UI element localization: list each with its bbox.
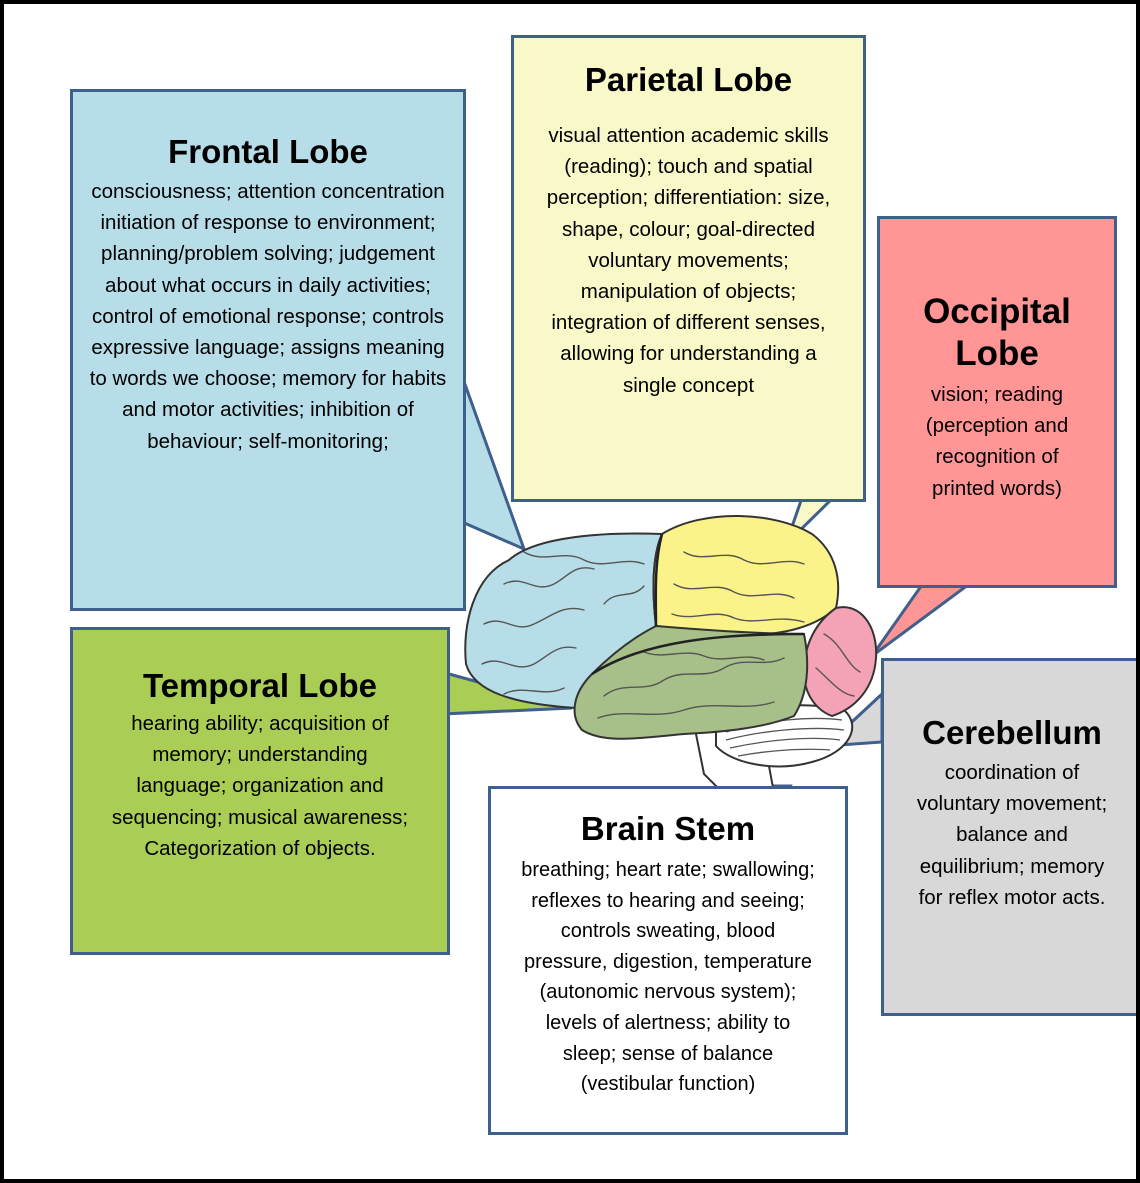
cerebellum-desc: coordination of voluntary movement; bala… <box>916 761 1108 909</box>
occipital-lobe-title: Occipital Lobe <box>923 292 1071 373</box>
temporal-lobe-box: Temporal Lobe hearing ability; acquisiti… <box>70 627 450 955</box>
cerebellum-box: Cerebellum coordination of voluntary mov… <box>881 658 1136 1016</box>
parietal-lobe-box: Parietal Lobe visual attention academic … <box>511 35 866 502</box>
frontal-lobe-desc: consciousness; attention concentration i… <box>89 180 447 453</box>
occipital-pointer <box>870 580 977 658</box>
cerebellum-title: Cerebellum <box>922 714 1102 751</box>
frontal-lobe-box: Frontal Lobe consciousness; attention co… <box>70 89 466 611</box>
frontal-lobe-title: Frontal Lobe <box>168 133 368 170</box>
central-sulcus <box>654 533 664 627</box>
occipital-lobe-shape <box>802 606 878 718</box>
brain-stem-desc: breathing; heart rate; swallowing; refle… <box>521 859 815 1096</box>
occipital-lobe-box: Occipital Lobe vision; reading (percepti… <box>877 216 1117 588</box>
brain-stem-title: Brain Stem <box>580 810 756 847</box>
lateral-sulcus <box>591 632 805 676</box>
brain-gyri <box>481 551 861 719</box>
temporal-lobe-title: Temporal Lobe <box>142 667 378 704</box>
brain-stem-box: Brain Stem breathing; heart rate; swallo… <box>488 786 848 1135</box>
parietal-lobe-title: Parietal Lobe <box>584 61 793 98</box>
temporal-lobe-desc: hearing ability; acquisition of memory; … <box>111 712 409 860</box>
occipital-lobe-desc: vision; reading (perception and recognit… <box>925 383 1069 500</box>
parietal-lobe-desc: visual attention academic skills (readin… <box>546 124 831 397</box>
